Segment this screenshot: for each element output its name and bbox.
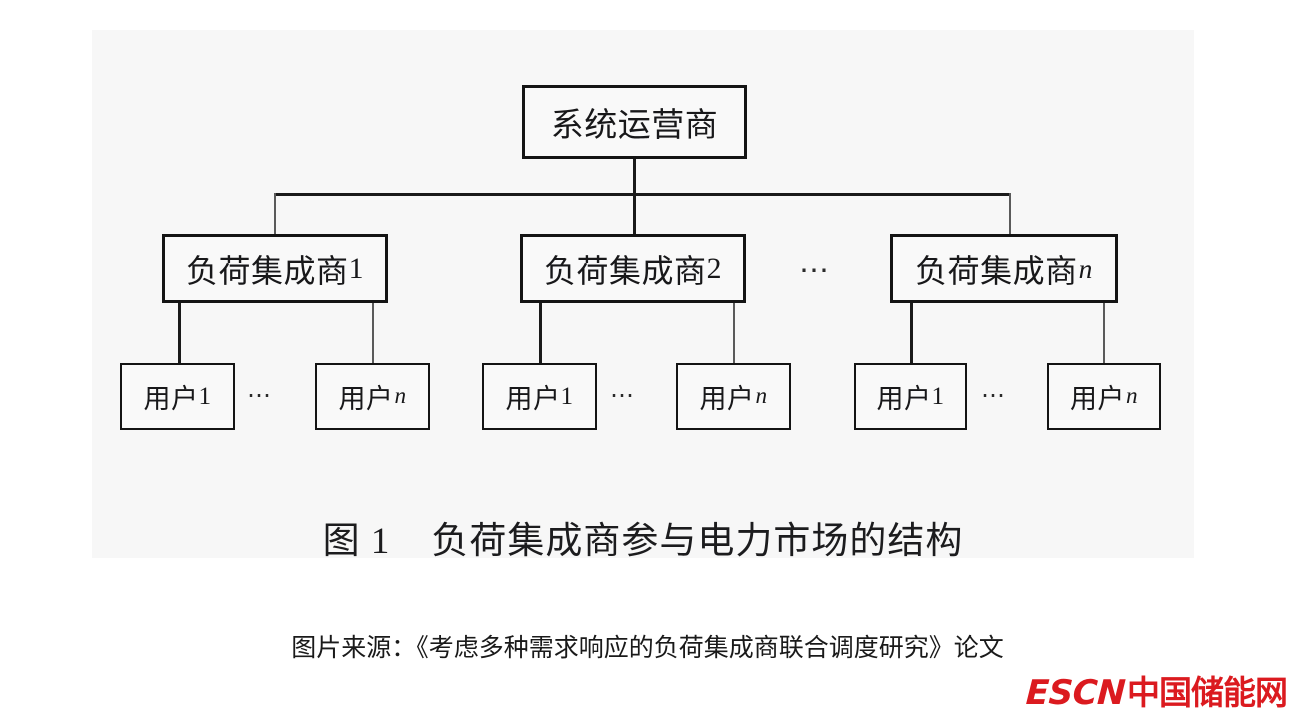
connector-operator-stem [633,159,636,195]
node-aggregator-1-suffix: 1 [348,251,364,285]
connector-bus-horizontal [274,193,1011,196]
node-system-operator-label: 系统运营商 [550,108,719,144]
node-aggregator-n-label: 负荷集成商 [915,252,1078,289]
figure-caption: 图 1 负荷集成商参与电力市场的结构 [322,521,964,562]
node-user-2-1-suffix: 1 [560,382,574,410]
node-user-2-n-suffix: n [755,383,768,409]
image-source-credit: 图片来源：《考虑多种需求响应的负荷集成商联合调度研究》论文 [291,633,1004,662]
connector-agg1-user1 [178,303,181,363]
user-group-2-ellipsis: ⋯ [610,383,636,409]
aggregator-row-ellipsis: ⋯ [799,254,832,287]
node-user-1-1-suffix: 1 [198,382,212,410]
connector-bus-drop-3 [1009,193,1011,236]
node-user-n-1-label: 用户 [876,384,932,414]
node-user-1-n-suffix: n [394,383,407,409]
node-aggregator-1-label: 负荷集成商 [186,252,349,289]
node-user-2-1-label: 用户 [505,384,561,414]
node-user-1-n-label: 用户 [338,384,394,414]
connector-agg2-user1 [539,303,542,363]
node-user-n-n-label: 用户 [1069,384,1125,414]
node-system-operator: 系统运营商 [522,85,747,159]
node-user-n-1-suffix: 1 [931,382,945,410]
node-aggregator-2-label: 负荷集成商 [544,252,707,289]
connector-bus-drop-2 [633,193,636,236]
connector-agg1-usern [372,303,374,363]
connector-aggn-usern [1103,303,1105,363]
escn-watermark-logo: ESCN 中国储能网 [1024,673,1288,713]
node-aggregator-2-suffix: 2 [706,251,722,285]
node-aggregator-n-suffix: n [1078,252,1093,284]
node-user-n-n-suffix: n [1125,383,1139,409]
connector-aggn-user1 [910,303,913,363]
escn-logo-latin: ESCN [1024,673,1127,713]
node-user-2-n-label: 用户 [699,384,755,414]
escn-logo-chinese: 中国储能网 [1127,673,1288,712]
connector-bus-drop-1 [274,193,276,236]
node-user-1-1-label: 用户 [143,384,199,414]
user-group-1-ellipsis: ⋯ [247,383,273,409]
connector-agg2-usern [733,303,735,363]
user-group-3-ellipsis: ⋯ [981,383,1007,409]
